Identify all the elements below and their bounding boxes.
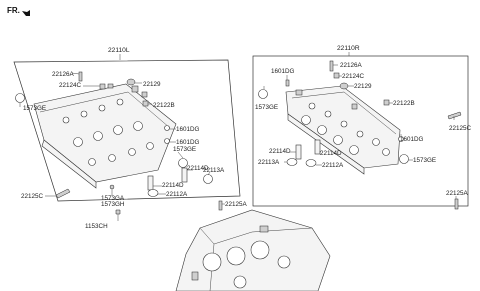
right-stud-22125c-icon: [447, 111, 462, 120]
left-pin-1601dg-b-icon: [164, 138, 170, 144]
right-callout-22124c: 22124C: [342, 73, 365, 80]
left-dowel-1153ch-icon: [115, 209, 121, 215]
left-callout-22114d-a: 22114D: [187, 165, 209, 172]
right-callout-22125a: 22125A: [446, 190, 469, 197]
right-plug-1573ge-icon: [258, 89, 268, 99]
left-bolt-22126a-icon: [78, 71, 83, 82]
left-plug-1573ge-icon: [15, 93, 25, 103]
right-callout-1601dg-a: 1601DG: [271, 68, 295, 75]
right-assembly-title: 22110R: [337, 45, 360, 52]
right-cap-22129-icon: [339, 82, 349, 90]
left-callout-22129: 22129: [143, 81, 161, 88]
right-part-22122b-icon: [383, 99, 390, 106]
right-callout-22129: 22129: [354, 83, 372, 90]
right-guide-22114d-a-icon: [295, 144, 302, 160]
left-plug-1573ge-b-icon: [178, 158, 188, 168]
left-callout-22124c: 22124C: [59, 82, 82, 89]
right-pin-1601dg-a-icon: [285, 79, 290, 87]
left-plug-1573ga-icon: [109, 184, 115, 190]
left-part-22122b-icon: [142, 100, 149, 107]
left-guide-22114d-b-icon: [147, 175, 154, 191]
left-callout-1573ge-b: 1573GE: [173, 146, 196, 153]
left-stud-22125a-icon: [218, 200, 223, 211]
left-callout-1573ga: 1573GA: [101, 195, 125, 202]
left-callout-1573ge: 1573GE: [23, 105, 46, 112]
left-cylinder-head: [33, 83, 177, 189]
left-seal-22112a-icon: [147, 189, 159, 197]
left-callout-1573gh: 1573GH: [101, 201, 125, 208]
left-callout-22122b: 22122B: [153, 102, 175, 109]
right-callout-22113a: 22113A: [258, 159, 280, 166]
left-stud-22125c-icon: [55, 188, 71, 199]
right-cylinder-head: [285, 85, 401, 175]
engine-block: [175, 209, 331, 291]
right-callout-22125c: 22125C: [449, 125, 472, 132]
right-callout-1573ge-b: 1573GE: [413, 157, 436, 164]
left-callout-22125a: 22125A: [225, 201, 248, 208]
fr-direction-label: FR.: [7, 6, 20, 15]
left-assembly-title: 22110L: [108, 47, 130, 54]
left-callout-22112a: 22112A: [166, 191, 188, 198]
left-callout-1601dg-a: 1601DG: [176, 126, 200, 133]
right-seal-22112a-icon: [305, 159, 317, 167]
right-callout-22126a: 22126A: [340, 62, 363, 69]
left-assembly-frame: [13, 59, 241, 202]
left-seal-22113a-icon: [203, 174, 213, 184]
left-callout-1601dg-b: 1601DG: [176, 139, 200, 146]
left-callout-22113a: 22113A: [203, 167, 225, 174]
right-callout-1601dg-b: 1601DG: [400, 136, 424, 143]
direction-arrow-icon: [22, 10, 30, 16]
left-cap-22129-icon: [126, 78, 136, 86]
right-stud-22125a-icon: [454, 198, 459, 210]
right-seal-22113a-icon: [286, 158, 298, 166]
left-callout-22126a: 22126A: [52, 71, 75, 78]
right-callout-1573ge: 1573GE: [255, 104, 278, 111]
right-callout-22112a: 22112A: [322, 162, 344, 169]
left-callout-22114d-b: 22114D: [162, 182, 184, 189]
right-plug-1573ge-b-icon: [399, 154, 409, 164]
right-callout-22114d-b: 22114D: [320, 150, 342, 157]
left-guide-22114d-a-icon: [181, 167, 188, 183]
right-callout-22122b: 22122B: [393, 100, 415, 107]
right-bolt-22126a-icon: [329, 60, 334, 72]
right-assembly-frame: [252, 55, 469, 207]
left-callout-22125c: 22125C: [21, 193, 44, 200]
right-part-22124c-icon: [333, 72, 340, 79]
left-part-22124c-icon: [99, 83, 106, 90]
left-callout-1153ch: 1153CH: [85, 223, 108, 230]
right-guide-22114d-b-icon: [314, 139, 321, 155]
right-callout-22114d-a: 22114D: [269, 148, 291, 155]
left-pin-1601dg-a-icon: [164, 125, 170, 131]
